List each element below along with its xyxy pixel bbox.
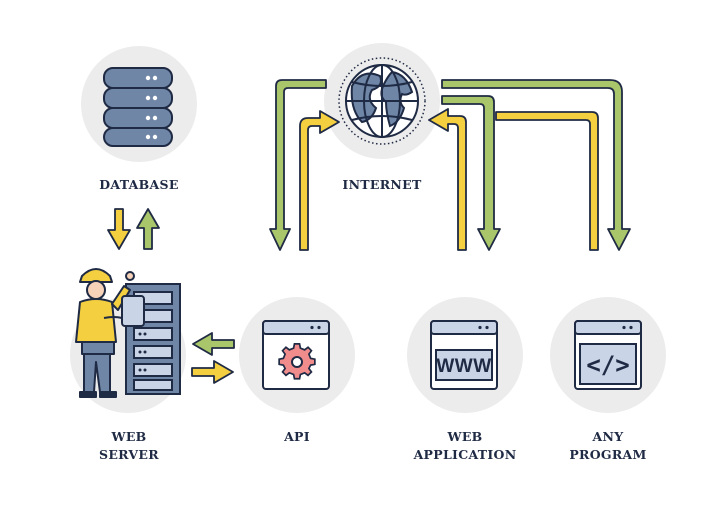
database-icon <box>103 67 173 147</box>
code-text: </> <box>586 351 629 379</box>
globe-icon <box>338 57 426 145</box>
server-api-arrows <box>191 332 235 384</box>
code-icon: </> <box>574 320 642 390</box>
database-label-text: DATABASE <box>99 177 179 192</box>
web-server-label-line2: SERVER <box>99 447 159 462</box>
database-label: DATABASE <box>89 176 189 194</box>
arrow-up-green <box>136 208 160 250</box>
internet-api-arrows <box>269 79 340 251</box>
any-program-label-line1: ANY <box>592 429 624 444</box>
web-application-label: WEB APPLICATION <box>405 428 525 464</box>
gear-icon <box>278 343 316 380</box>
arrow-internet-to-api-green <box>269 79 327 251</box>
arrow-internet-to-webapp-green <box>441 95 501 251</box>
internet-label-text: INTERNET <box>342 177 422 192</box>
database-server-arrows <box>107 208 160 250</box>
arrow-down-yellow <box>107 208 131 250</box>
any-program-label: ANY PROGRAM <box>558 428 658 464</box>
worker-icon <box>75 268 145 398</box>
web-application-label-line2: APPLICATION <box>413 447 517 462</box>
api-label-text: API <box>284 429 310 444</box>
web-application-label-line1: WEB <box>447 429 483 444</box>
arrow-webapp-to-internet-yellow <box>428 108 467 251</box>
arrow-program-to-internet-yellow <box>495 111 599 251</box>
api-label: API <box>247 428 347 446</box>
arrow-internet-to-program-green <box>441 79 631 251</box>
web-server-label-line1: WEB <box>111 429 147 444</box>
any-program-label-line2: PROGRAM <box>569 447 647 462</box>
arrow-api-to-internet-yellow <box>299 110 340 251</box>
internet-label: INTERNET <box>332 176 432 194</box>
www-text: WWW <box>436 356 491 377</box>
internet-right-arrows <box>428 79 631 251</box>
web-server-label: WEB SERVER <box>79 428 179 464</box>
arrow-right-yellow <box>191 360 234 384</box>
arrow-left-green <box>192 332 235 356</box>
www-icon: WWW <box>430 320 498 390</box>
